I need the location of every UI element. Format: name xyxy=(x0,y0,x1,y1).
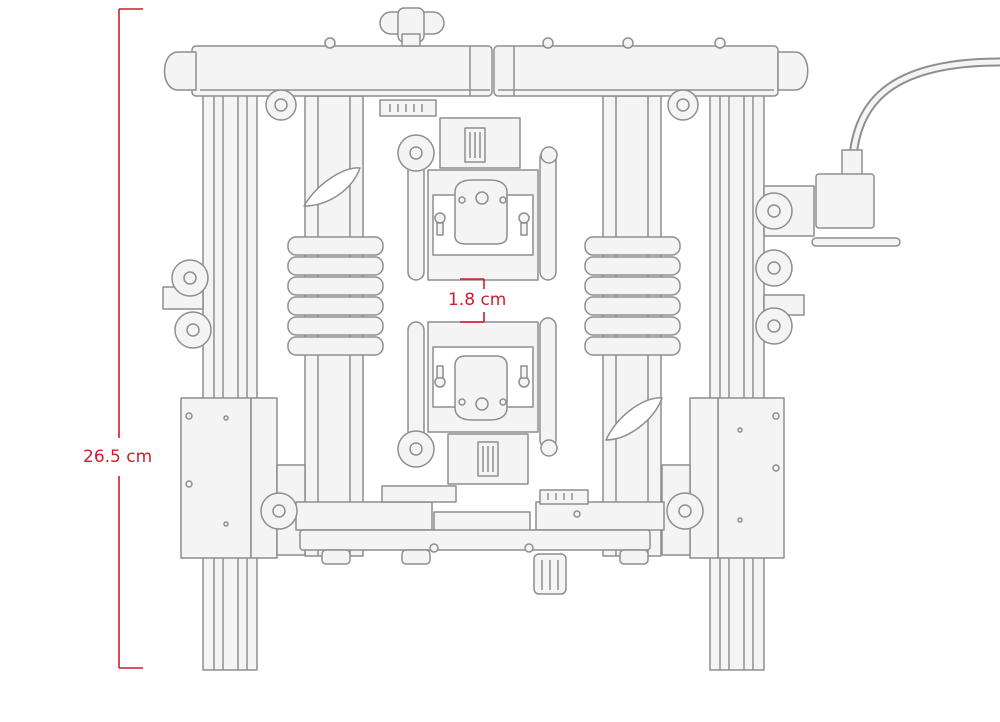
height-dimension-label: 26.5 cm xyxy=(83,447,153,467)
gap-dimension-bracket xyxy=(460,278,485,323)
bottom-right-wheel xyxy=(666,492,704,530)
left-spring-stack xyxy=(287,236,384,356)
top-knob xyxy=(379,7,445,47)
left-vertical-rail xyxy=(202,91,258,671)
right-leaf-mark xyxy=(605,397,663,441)
bottom-connector xyxy=(533,553,567,595)
right-vertical-rail xyxy=(709,91,765,671)
bottom-left-wheel xyxy=(260,492,298,530)
top-scale-plate xyxy=(379,99,437,117)
top-bar xyxy=(163,45,809,97)
gap-dimension-label: 1.8 cm xyxy=(448,290,507,310)
right-spring-stack xyxy=(584,236,681,356)
bottom-scale-plate xyxy=(539,489,589,505)
right-lower-plate xyxy=(661,397,785,559)
lower-carriage xyxy=(397,317,558,485)
left-lower-plate xyxy=(180,397,306,559)
right-side-clamps xyxy=(755,185,815,345)
left-side-clamps xyxy=(162,259,212,349)
top-left-wheel xyxy=(265,89,297,121)
cable-mount xyxy=(811,57,1000,247)
top-right-wheel xyxy=(667,89,699,121)
upper-carriage xyxy=(397,117,558,281)
left-leaf-mark xyxy=(303,167,361,207)
height-dimension-line xyxy=(118,8,143,669)
